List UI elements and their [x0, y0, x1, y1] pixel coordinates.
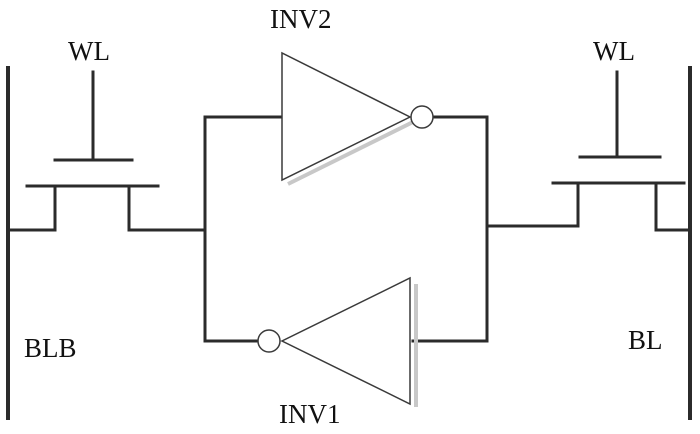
right-access-transistor — [485, 70, 692, 232]
left-storage-node-wire — [203, 115, 284, 343]
inv1-inverter — [257, 276, 418, 407]
left-drain-lead — [127, 184, 207, 232]
right-source-lead — [485, 181, 580, 228]
wl-left-label: WL — [68, 36, 110, 66]
right-drain-lead — [654, 181, 692, 232]
blb-label: BLB — [24, 333, 77, 363]
inv2-inverter — [281, 51, 434, 186]
right-storage-node-wire — [411, 115, 489, 343]
inv1-label: INV1 — [279, 399, 341, 429]
bl-label: BL — [628, 325, 663, 355]
inv1-triangle — [280, 276, 411, 406]
inv2-triangle — [281, 51, 412, 182]
inv1-output-bubble — [257, 329, 281, 353]
left-access-transistor — [6, 70, 207, 232]
wl-right-label: WL — [593, 36, 635, 66]
inv2-shadow — [287, 120, 414, 186]
inv2-output-bubble — [410, 105, 434, 129]
left-source-lead — [6, 184, 57, 232]
inv2-label: INV2 — [270, 4, 332, 34]
